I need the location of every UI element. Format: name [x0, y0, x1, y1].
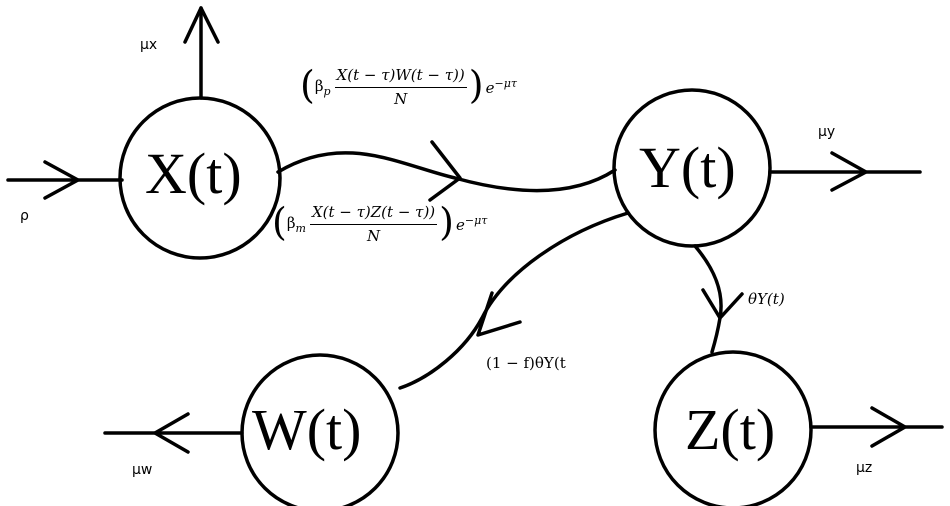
fraction-numerator: X(t − τ)W(t − τ)): [334, 66, 467, 88]
mu-x-label: μx: [140, 37, 158, 53]
open-paren: (: [300, 63, 315, 107]
beta-symbol: βm: [286, 213, 306, 235]
flow-y-to-w-arrowhead: [476, 291, 522, 337]
exponential-factor: e−μτ: [456, 214, 488, 234]
rho-inflow-arrowhead: [43, 160, 80, 200]
mu-x-outflow-arrowhead: [183, 6, 220, 44]
infection-rate-p: ( βp X(t − τ)W(t − τ)) N ) e−μτ: [300, 66, 517, 108]
one-minus-f-label: (1 − f)θY(t: [486, 354, 566, 372]
node-y-circle: [612, 88, 772, 248]
fraction-denominator: N: [366, 227, 381, 245]
flow-y-to-z-arrowhead: [701, 288, 744, 320]
mu-z-outflow-arrowhead: [870, 406, 907, 448]
theta-y-label: θY(t): [748, 290, 785, 308]
infection-rate-m: ( βm X(t − τ)Z(t − τ)) N ) e−μτ: [272, 203, 487, 245]
node-w-label: W(t): [252, 397, 362, 462]
fraction-denominator: N: [394, 90, 408, 108]
fraction: X(t − τ)Z(t − τ)) N: [309, 203, 438, 245]
mu-z-label: μz: [856, 460, 873, 476]
node-x-circle: [118, 96, 282, 260]
close-paren: ): [468, 63, 484, 107]
flow-x-to-y-arrowhead: [428, 140, 462, 202]
exponential-factor: e−μτ: [485, 77, 517, 97]
fraction-numerator: X(t − τ)Z(t − τ)): [309, 203, 438, 225]
flow-x-to-y: [276, 151, 617, 193]
fraction: X(t − τ)W(t − τ)) N: [334, 66, 467, 108]
mu-w-outflow-arrowhead: [153, 412, 190, 454]
node-x-label: X(t): [145, 141, 242, 206]
mu-w-label: μw: [132, 462, 153, 478]
open-paren: (: [272, 200, 287, 244]
rho-label: ρ: [20, 208, 29, 224]
beta-symbol: βp: [314, 76, 331, 98]
mu-y-outflow-arrowhead: [830, 151, 868, 192]
mu-y-label: μy: [818, 124, 836, 140]
node-y-label: Y(t): [639, 135, 736, 200]
close-paren: ): [439, 200, 454, 244]
node-z-label: Z(t): [685, 397, 776, 462]
node-z-circle: [653, 350, 813, 506]
